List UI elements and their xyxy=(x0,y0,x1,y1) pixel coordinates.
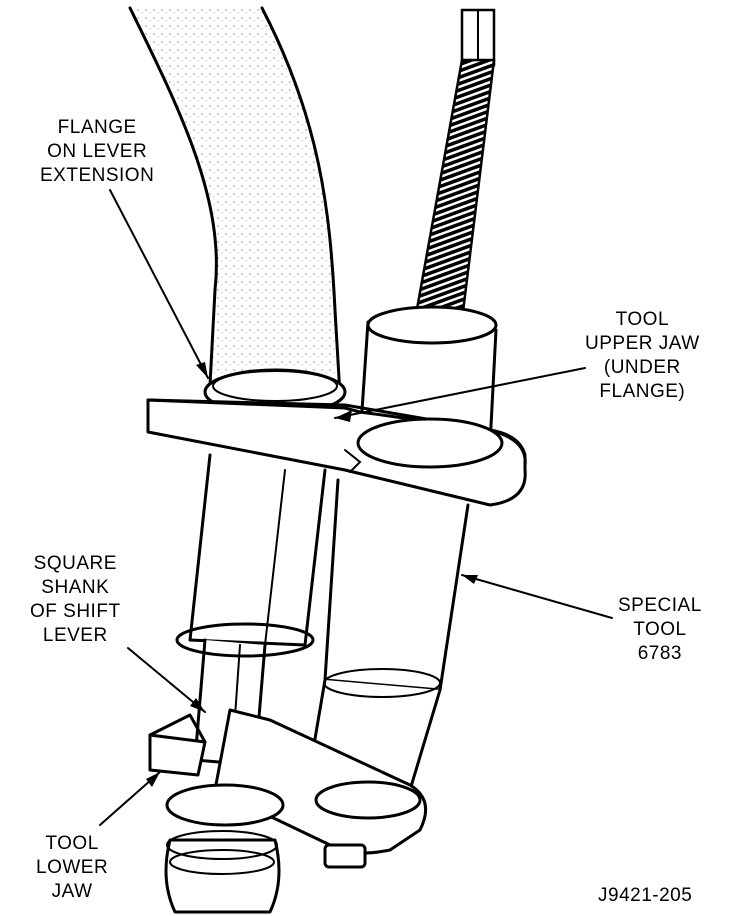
special-tool-body xyxy=(306,478,470,792)
leader-lines xyxy=(99,189,613,826)
figure-code: J9421-205 xyxy=(598,885,693,906)
threaded-screw xyxy=(413,8,496,322)
upper-plate xyxy=(146,398,527,507)
shift-lever-shank xyxy=(175,453,327,767)
lower-jaw-block xyxy=(148,713,207,777)
shift-boot xyxy=(164,783,285,914)
label-square-shank: SQUARE SHANK OF SHIFT LEVER xyxy=(30,553,121,646)
label-special-tool: SPECIAL TOOL 6783 xyxy=(618,595,702,664)
label-tool-upper-jaw: TOOL UPPER JAW (UNDER FLANGE) xyxy=(585,309,700,402)
lower-plate xyxy=(213,708,428,869)
label-tool-lower-jaw: TOOL LOWER JAW xyxy=(36,833,109,902)
label-flange-on-lever-extension: FLANGE ON LEVER EXTENSION xyxy=(40,117,155,186)
lever-extension xyxy=(128,6,347,416)
